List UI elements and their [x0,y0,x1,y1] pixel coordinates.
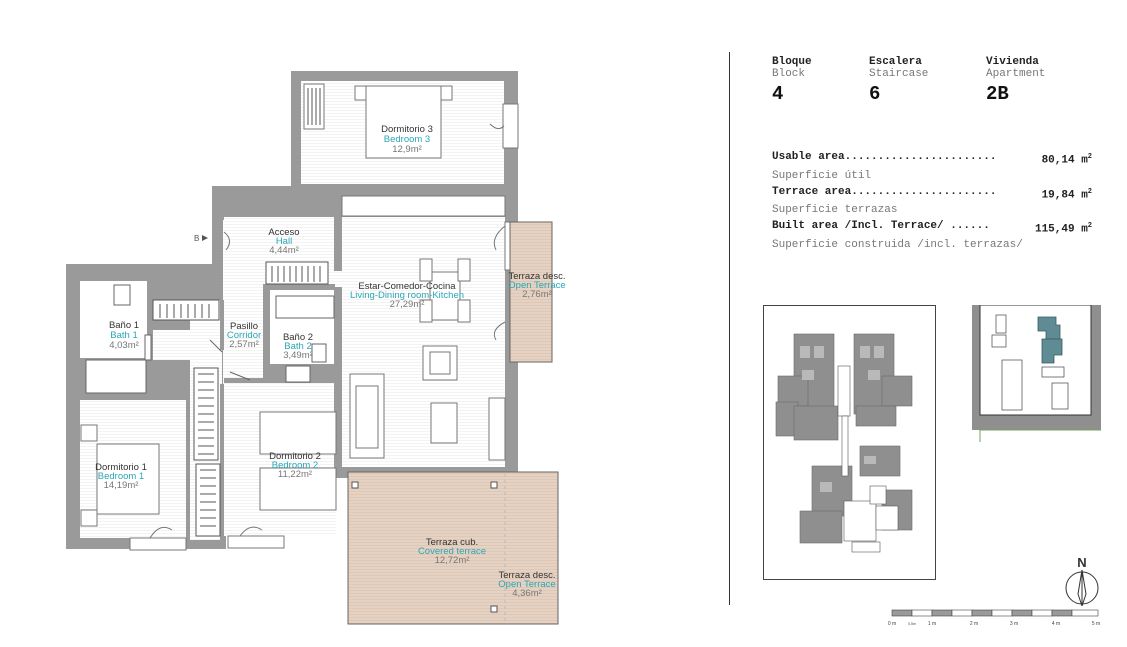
room-labels: Dormitorio 3 Bedroom 3 12,9m² Acceso Hal… [95,124,566,599]
building-key-plan [763,305,936,580]
building-key-drawing [775,333,913,553]
location-drawing [972,304,1101,442]
built-area-row: Built area /Incl. Terrace/ ...... 115,49… [772,220,1092,236]
scale-label-2: 1 m [928,621,936,627]
label-open-terrace-2-en: Open Terrace [498,579,555,590]
staircase-info: Escalera Staircase 6 [869,56,979,105]
label-living-es: Estar-Comedor-Cocina [358,281,456,292]
label-bedroom2-es: Dormitorio 2 [269,451,321,462]
label-bath1-es: Baño 1 [109,320,139,331]
built-area-sub: Superficie construida /incl. terrazas/ [772,238,1023,251]
label-open-terrace-1-en: Open Terrace [508,280,565,291]
entry-marker: B [194,231,230,251]
built-area-label: Built area /Incl. Terrace/ ...... [772,220,990,233]
label-open-terrace-2-area: 4,36m² [512,588,542,599]
north-arrow: N [1064,554,1100,608]
label-corridor-area: 2,57m² [229,339,259,350]
areas-table: Usable area....................... 80,14… [772,150,1092,254]
apartment-info: Vivienda Apartment 2B [986,56,1096,105]
label-corridor-en: Corridor [227,330,261,341]
scale-label-5: 4 m [1052,621,1060,627]
terrace-area-row: Terrace area...................... 19,84… [772,185,1092,202]
compass-icon: N [1065,555,1099,608]
scale-drawing: 0 m 0,5m 1 m 2 m 3 m 4 m 5 m [888,609,1100,627]
label-bath2-area: 3,49m² [283,350,313,361]
usable-area-value: 80,14 [1041,154,1075,167]
apartment-value: 2B [986,83,1009,105]
terrace-area-value: 19,84 [1041,189,1075,202]
label-bedroom1-es: Dormitorio 1 [95,462,147,473]
label-covered-terrace-area: 12,72m² [435,555,470,566]
north-label: N [1077,555,1086,570]
floor-plan: B Dormitorio 3 Bedroom 3 12,9m² Acceso H… [66,71,566,625]
label-hall-en: Hall [276,236,292,247]
usable-area-label: Usable area [772,151,845,163]
label-bedroom1-en: Bedroom 1 [98,471,144,482]
apartment-label-es: Vivienda [986,56,1039,68]
label-bath2-en: Bath 2 [284,341,311,352]
label-bath1-en: Bath 1 [110,330,137,341]
label-covered-terrace-es: Terraza cub. [426,537,478,548]
staircase-label-en: Staircase [869,68,929,80]
scale-label-4: 3 m [1010,621,1018,627]
bathroom-fixtures [85,284,335,394]
label-corridor-es: Pasillo [230,321,258,332]
terrace-area-label: Terrace area [772,185,852,198]
label-bedroom2-en: Bedroom 2 [272,460,318,471]
label-hall-es: Acceso [268,227,299,238]
block-value: 4 [772,83,784,105]
label-bedroom1-area: 14,19m² [104,480,139,491]
label-living-area: 27,29m² [390,299,425,310]
terraces [347,221,559,625]
closets [152,261,329,537]
label-bath2-es: Baño 2 [283,332,313,343]
scale-label-0: 0 m [888,621,896,627]
built-area-value: 115,49 [1034,223,1075,236]
label-covered-terrace-en: Covered terrace [418,546,486,557]
bedroom-furniture [80,411,337,551]
staircase-label-es: Escalera [869,56,922,68]
entry-marker-letter: B [194,234,199,243]
location-plan [972,304,1101,442]
label-living-en: Living-Dining room-Kitchen [350,290,464,301]
label-bedroom3-area: 12,9m² [392,144,422,155]
scale-bar: 0 m 0,5m 1 m 2 m 3 m 4 m 5 m [880,608,1106,630]
label-bedroom3-es: Dormitorio 3 [381,124,433,135]
usable-area-row: Usable area....................... 80,14… [772,151,1092,167]
scale-label-3: 2 m [970,621,978,627]
block-label-en: Block [772,68,806,80]
label-bedroom3-en: Bedroom 3 [384,134,430,145]
block-label-es: Bloque [772,56,812,68]
block-info: Bloque Block 4 [772,56,882,105]
label-bedroom2-area: 11,22m² [278,469,312,480]
entry-arrow-icon [202,235,208,241]
label-hall-area: 4,44m² [269,245,299,256]
panel-divider [729,52,730,605]
label-open-terrace-1-es: Terraza desc. [508,271,565,282]
scale-label-1: 0,5m [908,622,916,626]
usable-area-sub: Superficie útil [772,169,872,182]
staircase-value: 6 [869,83,881,105]
label-bath1-area: 4,03m² [109,340,139,351]
living-furniture [341,195,511,461]
label-open-terrace-2-es: Terraza desc. [498,570,555,581]
apartment-label-en: Apartment [986,68,1046,80]
bedroom3-furniture [303,83,519,159]
scale-label-6: 5 m [1092,621,1100,627]
label-open-terrace-1-area: 2,76m² [522,289,552,300]
terrace-area-sub: Superficie terrazas [772,204,898,217]
